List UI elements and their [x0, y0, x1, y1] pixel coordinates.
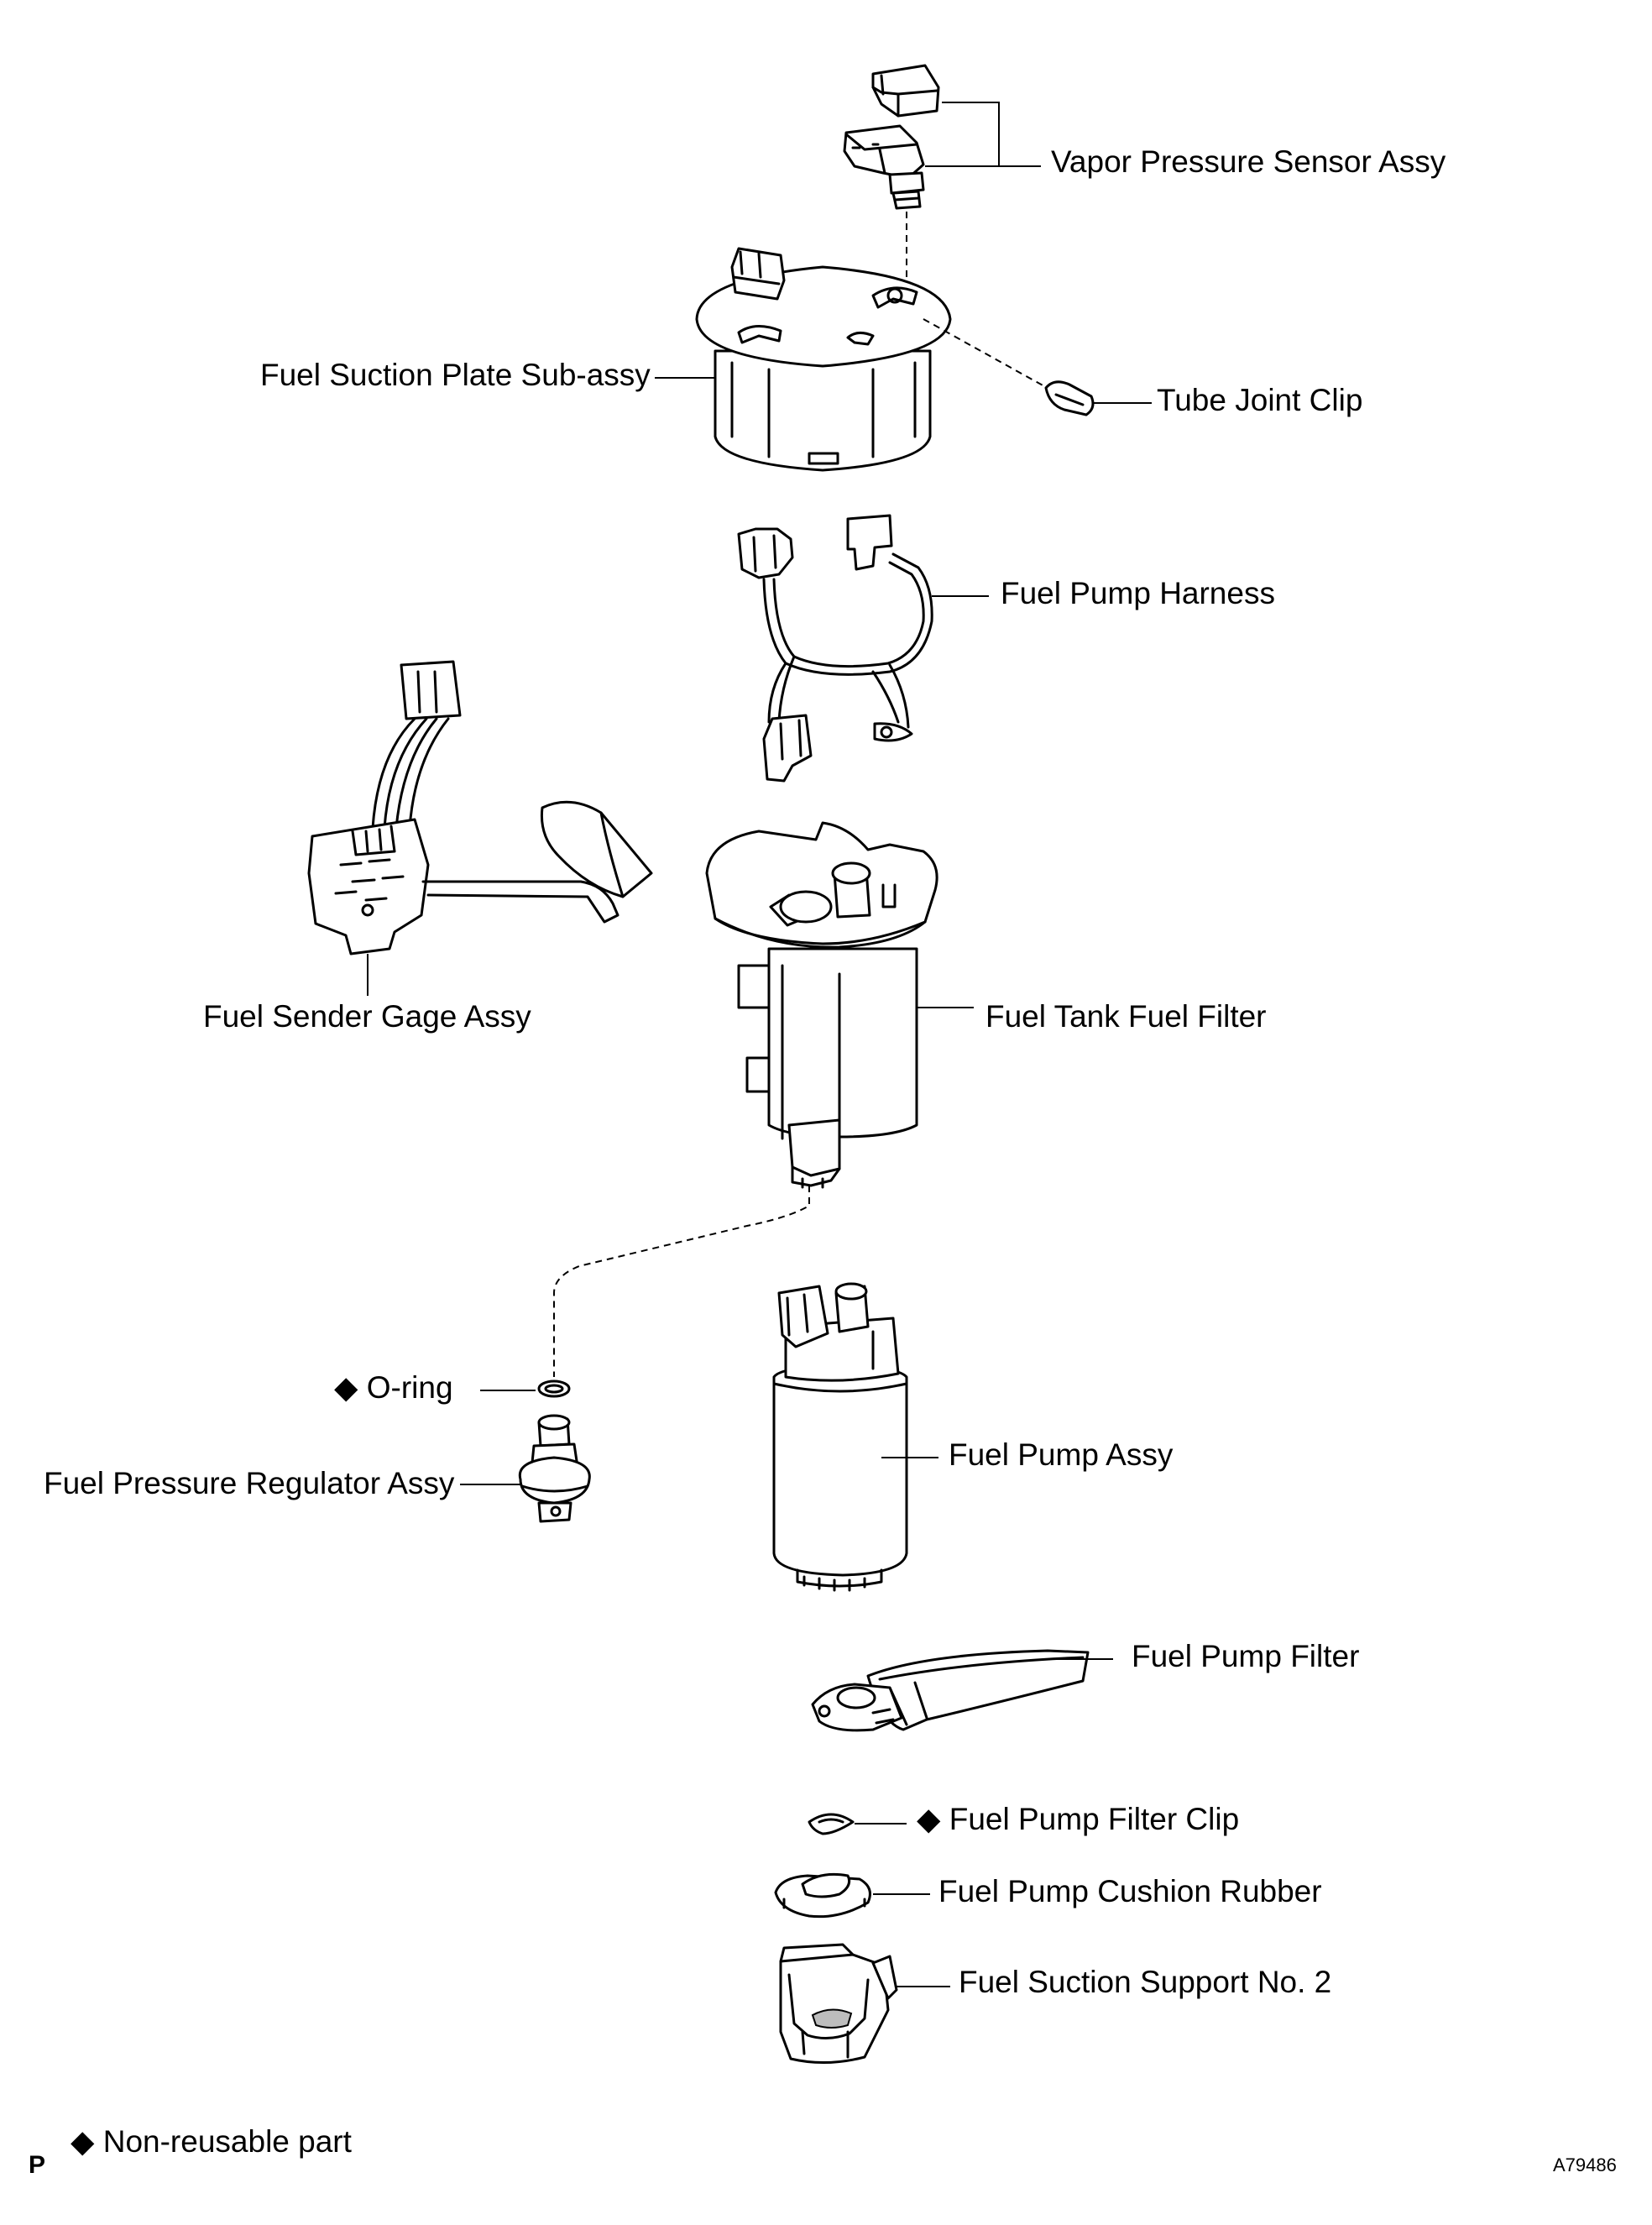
fuel-pump-assy-part	[772, 1282, 908, 1592]
fuel-pump-filter-clip-part	[808, 1813, 855, 1835]
page-mark: P	[29, 2151, 46, 2179]
fuel-sender-gage-part	[307, 660, 653, 955]
label-fuel-suction-support: Fuel Suction Support No. 2	[959, 1965, 1332, 1999]
label-fuel-suction-plate: Fuel Suction Plate Sub-assy	[260, 358, 651, 392]
o-ring-part	[537, 1380, 571, 1398]
vapor-pressure-sensor-part	[843, 64, 940, 210]
fuel-pressure-regulator-part	[518, 1414, 591, 1523]
figure-code: A79486	[1553, 2154, 1617, 2175]
fuel-suction-plate-part	[695, 247, 952, 472]
tube-joint-clip-part	[1044, 380, 1095, 416]
leader-vapor-sensor	[942, 102, 1041, 167]
label-o-ring: ◆ O-ring	[334, 1370, 453, 1405]
fuel-pump-cushion-rubber-part	[774, 1872, 871, 1919]
fuel-tank-fuel-filter-part	[705, 821, 938, 1189]
label-fuel-pump-assy: Fuel Pump Assy	[949, 1437, 1174, 1472]
label-fuel-tank-fuel-filter: Fuel Tank Fuel Filter	[985, 999, 1267, 1034]
label-vapor-pressure-sensor: Vapor Pressure Sensor Assy	[1051, 144, 1446, 179]
label-tube-joint-clip: Tube Joint Clip	[1157, 383, 1363, 417]
label-fuel-pump-filter: Fuel Pump Filter	[1132, 1639, 1360, 1673]
fuel-suction-support-part	[779, 1943, 898, 2064]
fuel-pump-harness-part	[737, 514, 933, 783]
label-fuel-pump-harness: Fuel Pump Harness	[1001, 576, 1275, 610]
label-fuel-sender-gage: Fuel Sender Gage Assy	[203, 999, 531, 1034]
label-fuel-pressure-regulator: Fuel Pressure Regulator Assy	[44, 1466, 455, 1500]
label-fuel-pump-filter-clip: ◆ Fuel Pump Filter Clip	[917, 1802, 1240, 1836]
fuel-pump-filter-part	[811, 1649, 1090, 1732]
legend-non-reusable: ◆ Non-reusable part	[71, 2124, 352, 2159]
label-fuel-pump-cushion-rubber: Fuel Pump Cushion Rubber	[938, 1874, 1322, 1908]
